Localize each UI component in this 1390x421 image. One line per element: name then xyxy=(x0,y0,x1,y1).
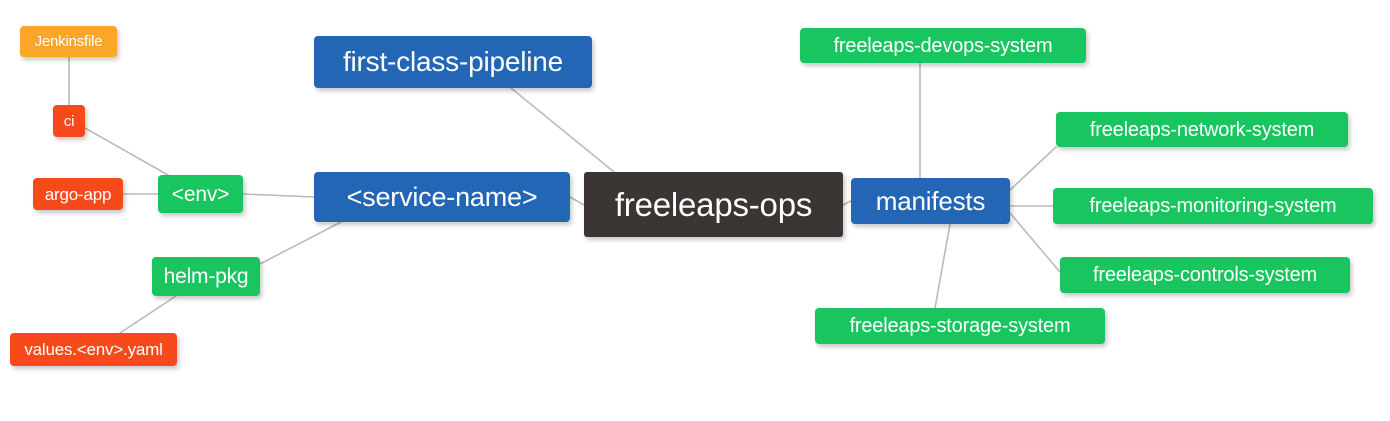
edge-freeleaps-ops-to-service-name xyxy=(569,196,585,206)
edge-freeleaps-ops-to-first-class-pipeline xyxy=(510,87,615,173)
node-label-manifests: manifests xyxy=(875,186,986,216)
node-helm-pkg[interactable]: helm-pkg xyxy=(152,257,260,296)
node-freeleaps-network-system[interactable]: freeleaps-network-system xyxy=(1056,112,1348,147)
node-argo-app[interactable]: argo-app xyxy=(33,178,123,210)
node-label-first-class-pipeline: first-class-pipeline xyxy=(342,46,564,77)
node-freeleaps-monitoring-system[interactable]: freeleaps-monitoring-system xyxy=(1053,188,1373,224)
node-manifests[interactable]: manifests xyxy=(851,178,1010,224)
node-freeleaps-ops[interactable]: freeleaps-ops xyxy=(584,172,843,237)
node-label-freeleaps-network-system: freeleaps-network-system xyxy=(1089,118,1315,141)
node-freeleaps-storage-system[interactable]: freeleaps-storage-system xyxy=(815,308,1105,344)
node-label-jenkinsfile: Jenkinsfile xyxy=(34,33,103,50)
node-label-ci: ci xyxy=(63,112,75,130)
node-label-argo-app: argo-app xyxy=(44,184,112,204)
edge-env-to-ci xyxy=(84,127,169,176)
edge-helm-pkg-to-values-env-yaml xyxy=(119,295,177,334)
node-service-name[interactable]: <service-name> xyxy=(314,172,570,222)
node-label-freeleaps-controls-system: freeleaps-controls-system xyxy=(1093,264,1317,286)
node-label-helm-pkg: helm-pkg xyxy=(163,265,249,288)
node-label-service-name: <service-name> xyxy=(346,181,538,212)
edge-service-name-to-env xyxy=(242,193,315,198)
node-env[interactable]: <env> xyxy=(158,175,243,213)
node-freeleaps-devops-system[interactable]: freeleaps-devops-system xyxy=(800,28,1086,63)
edge-service-name-to-helm-pkg xyxy=(259,221,342,265)
node-ci[interactable]: ci xyxy=(53,105,85,137)
node-first-class-pipeline[interactable]: first-class-pipeline xyxy=(314,36,592,88)
node-label-freeleaps-monitoring-system: freeleaps-monitoring-system xyxy=(1089,195,1337,217)
node-label-freeleaps-devops-system: freeleaps-devops-system xyxy=(833,34,1053,57)
edge-manifests-to-freeleaps-storage-system xyxy=(934,223,951,309)
node-jenkinsfile[interactable]: Jenkinsfile xyxy=(20,26,117,57)
edge-manifests-to-freeleaps-network-system xyxy=(1009,146,1057,191)
node-freeleaps-controls-system[interactable]: freeleaps-controls-system xyxy=(1060,257,1350,293)
edge-freeleaps-ops-to-manifests xyxy=(842,200,852,206)
node-label-freeleaps-ops: freeleaps-ops xyxy=(614,186,813,223)
node-label-env: <env> xyxy=(171,182,230,206)
node-values-env-yaml[interactable]: values.<env>.yaml xyxy=(10,333,177,366)
node-label-values-env-yaml: values.<env>.yaml xyxy=(24,340,163,359)
node-label-freeleaps-storage-system: freeleaps-storage-system xyxy=(849,315,1071,337)
